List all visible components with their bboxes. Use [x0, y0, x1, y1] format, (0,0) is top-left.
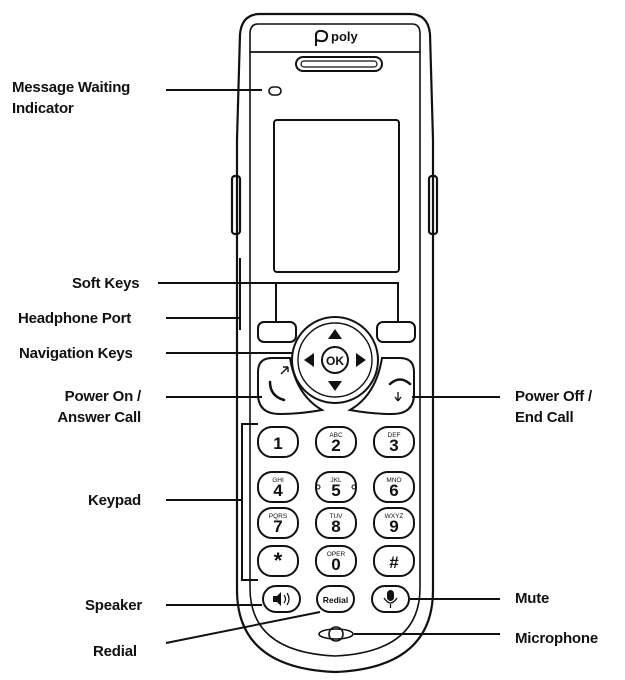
- keypad-key-digit: 9: [389, 517, 398, 536]
- keypad-key-digit: 5: [331, 481, 340, 500]
- keypad-key-letters: OPER: [327, 551, 346, 558]
- earpiece: [295, 56, 383, 72]
- ok-button[interactable]: [321, 346, 349, 374]
- keypad-key-digit: 6: [389, 481, 398, 500]
- callout-keypad: Keypad: [88, 492, 141, 509]
- handset-outer-shell: [235, 12, 435, 674]
- keypad-key[interactable]: #: [373, 545, 415, 577]
- callout-power-on: Power On / Answer Call: [57, 388, 141, 426]
- nav-down-arrow[interactable]: [328, 381, 342, 391]
- keypad-key-digit: 2: [331, 436, 340, 455]
- keypad-key-outline: [373, 507, 415, 539]
- keypad-key-digit: 4: [273, 481, 283, 500]
- keypad-key-outline: [315, 507, 357, 539]
- handset-inner-body: [249, 51, 421, 657]
- keypad-key-outline: [373, 471, 415, 503]
- redial-key-label: Redial: [323, 595, 349, 605]
- keypad-key-letters: TUV: [330, 513, 344, 520]
- mute-key[interactable]: [371, 585, 410, 613]
- keypad-key-outline: [257, 426, 299, 458]
- keypad-key-digit: #: [389, 553, 399, 572]
- left-soft-key[interactable]: [257, 321, 297, 343]
- callout-power-off: Power Off / End Call: [515, 388, 592, 426]
- keypad-key-outline: [257, 507, 299, 539]
- callout-speaker: Speaker: [85, 597, 142, 614]
- keypad-key-letters: WXYZ: [385, 513, 404, 520]
- keypad-key-letters: JKL: [330, 477, 342, 484]
- brand-name: poly: [331, 29, 358, 44]
- keypad-key-outline: [257, 545, 299, 577]
- speaker-icon: [273, 592, 290, 606]
- callout-headphone-port: Headphone Port: [18, 310, 132, 327]
- power-off-end-key[interactable]: [347, 357, 415, 416]
- keypad-key-letters: GHI: [272, 477, 284, 484]
- ok-label: OK: [326, 354, 344, 368]
- nav-up-arrow[interactable]: [328, 329, 342, 339]
- callout-navigation-keys: Navigation Keys: [19, 345, 133, 362]
- soft-keys-leader: [158, 282, 399, 322]
- keypad-key-digit: 3: [389, 436, 398, 455]
- keypad-bracket: [241, 423, 258, 581]
- navigation-ring-inner: [297, 322, 373, 398]
- bottom-keys: [262, 585, 410, 613]
- microphone-slot: [318, 628, 354, 640]
- callout-microphone: Microphone: [515, 630, 598, 647]
- display-screen: [273, 119, 400, 273]
- callout-mute: Mute: [515, 590, 550, 607]
- keypad-key-letters: MNO: [386, 477, 401, 484]
- redial-key[interactable]: [316, 585, 355, 613]
- handset: [230, 12, 439, 674]
- poly-logo-icon: [315, 29, 329, 46]
- tactile-dot: [351, 484, 357, 490]
- callout-soft-keys: Soft Keys: [72, 275, 140, 292]
- keypad-key-digit: *: [274, 548, 283, 573]
- tactile-dot: [315, 484, 321, 490]
- message-waiting-led: [268, 86, 282, 96]
- right-soft-key[interactable]: [376, 321, 416, 343]
- nav-right-arrow[interactable]: [356, 353, 366, 367]
- power-on-answer-key[interactable]: [257, 357, 325, 416]
- nav-arrow-icon: [304, 329, 366, 391]
- keypad-key-outline: [373, 426, 415, 458]
- keypad-key-outline: [315, 426, 357, 458]
- keypad-key-digit: 7: [273, 517, 282, 536]
- microphone-hole: [328, 626, 344, 642]
- keypad-key-letters: ABC: [329, 432, 343, 439]
- callout-lines: [158, 89, 500, 644]
- keypad-key[interactable]: 1: [257, 426, 299, 458]
- keypad-key-outline: [373, 545, 415, 577]
- keypad-key-outline: [315, 545, 357, 577]
- end-call-icon: [388, 378, 412, 402]
- callout-message-waiting: Message Waiting Indicator: [12, 79, 131, 117]
- answer-call-icon: [268, 366, 289, 402]
- earpiece-grill: [300, 60, 378, 68]
- callout-redial: Redial: [93, 643, 137, 660]
- keypad-key-letters: DEF: [388, 432, 401, 439]
- mute-mic-icon: [383, 590, 398, 608]
- keypad-key[interactable]: *: [257, 545, 299, 577]
- redial-leader: [165, 611, 321, 644]
- keypad-key-digit: 0: [331, 555, 340, 574]
- keypad-key-letters: PQRS: [269, 513, 288, 520]
- keypad-key-outline: [257, 471, 299, 503]
- keypad-key-digit: 1: [273, 434, 282, 453]
- navigation-ring[interactable]: [291, 316, 379, 404]
- speaker-key[interactable]: [262, 585, 301, 613]
- keypad-key-digit: 8: [331, 517, 340, 536]
- nav-left-arrow[interactable]: [304, 353, 314, 367]
